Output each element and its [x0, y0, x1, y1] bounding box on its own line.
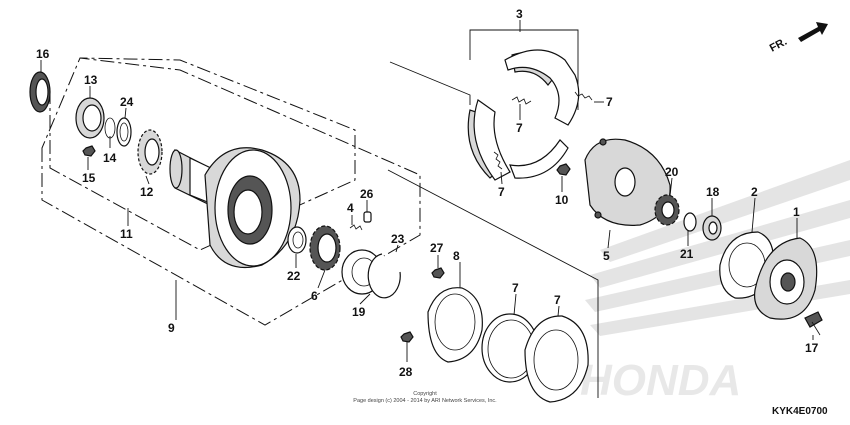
- part-7-spring-a: [511, 96, 532, 105]
- part-28-roller: [363, 211, 372, 223]
- callout-7-c: 7: [498, 185, 505, 199]
- part-6-one-way-clutch: [309, 225, 341, 271]
- part-18-oil-seal: [29, 71, 51, 113]
- callout-17: 15: [82, 171, 96, 185]
- callout-22: 20: [665, 165, 679, 179]
- callout-25: 23: [391, 232, 405, 246]
- callout-13: 11: [120, 227, 133, 241]
- callout-27-b: 28: [399, 365, 413, 379]
- part-27-nut-b: [400, 331, 414, 343]
- part-13-clutch-outer: [169, 147, 301, 269]
- callout-14: 12: [140, 185, 154, 199]
- callout-2: 2: [751, 185, 758, 199]
- part-20-collar: [702, 215, 722, 241]
- callout-7-b: 7: [606, 95, 613, 109]
- part-8-gasket: [524, 315, 589, 403]
- callout-6: 6: [311, 289, 318, 303]
- copyright-line-1: Copyright: [413, 391, 437, 397]
- callout-18: 16: [36, 47, 50, 61]
- callout-8: 7: [554, 293, 561, 307]
- callout-19: 17: [805, 341, 819, 355]
- callout-28: 26: [360, 187, 374, 201]
- part-19-bolt: [804, 311, 823, 336]
- part-27-nut-a: [431, 267, 445, 279]
- callout-15: 13: [84, 73, 98, 87]
- part-7-spring-c: [493, 151, 503, 170]
- callout-4: 4: [347, 201, 354, 215]
- callout-numbers: 16 13 24 14 12 15 11 9 22 6 4 26 19 23 3…: [36, 7, 819, 379]
- diagram-code: KYK4E0700: [772, 406, 828, 417]
- part-14-drive-gear: [137, 129, 163, 175]
- honda-wordmark: HONDA: [580, 356, 741, 405]
- assembly-clutch-frame: [387, 29, 599, 398]
- callout-9: 7: [512, 281, 519, 295]
- part-4-spring: [349, 224, 363, 231]
- callout-20: 18: [706, 185, 720, 199]
- front-arrow-icon: [798, 22, 828, 42]
- callout-21: 19: [352, 305, 366, 319]
- copyright-line-2: Page design (c) 2004 - 2014 by ARI Netwo…: [353, 398, 497, 404]
- callout-11: 9: [168, 321, 175, 335]
- callout-27-a: 27: [430, 241, 444, 255]
- part-15-bearing: [75, 97, 105, 139]
- part-12-nut: [556, 163, 571, 176]
- callout-16: 14: [103, 151, 117, 165]
- callout-1: 1: [793, 205, 800, 219]
- callout-10: 8: [453, 249, 460, 263]
- callout-7-a: 7: [516, 121, 523, 135]
- part-26-washer: [116, 117, 132, 147]
- front-direction-indicator: FR.: [768, 22, 828, 55]
- copyright-notice: Copyright Page design (c) 2004 - 2014 by…: [353, 391, 497, 404]
- part-7-spring-b: [574, 91, 593, 101]
- part-1-cover: [753, 237, 818, 320]
- part-16-circlip: [104, 117, 116, 139]
- callout-3: 3: [516, 7, 523, 21]
- part-10-gasket: [427, 287, 483, 363]
- part-25-circlip: [367, 253, 401, 299]
- front-label: FR.: [768, 36, 789, 55]
- callout-5: 5: [603, 249, 610, 263]
- callout-26: 24: [120, 95, 134, 109]
- callout-23: 21: [680, 247, 694, 261]
- part-24-washer: [287, 226, 307, 254]
- part-17-nut: [82, 145, 96, 157]
- part-23-washer: [683, 212, 697, 232]
- assembly-11-boundary: [41, 57, 421, 326]
- part-22-one-way-clutch: [654, 194, 680, 226]
- part-3-clutch-shoes: [467, 49, 580, 181]
- callout-12: 10: [555, 193, 569, 207]
- leader-lines: [40, 20, 814, 362]
- part-5-drive-plate: [584, 138, 671, 226]
- callout-24: 22: [287, 269, 301, 283]
